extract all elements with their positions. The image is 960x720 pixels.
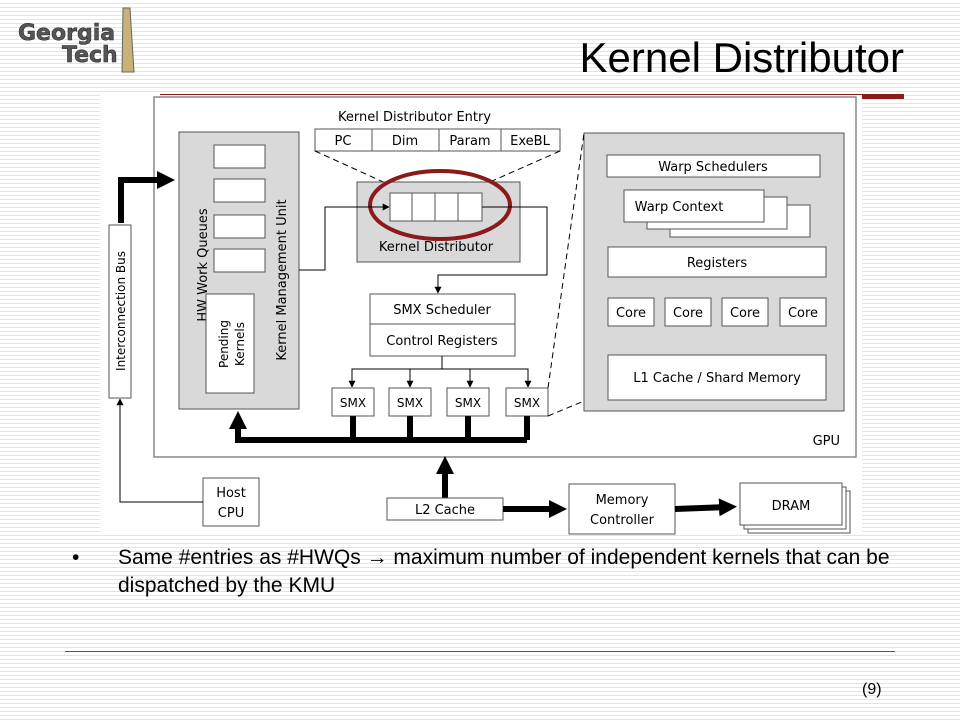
kd-entry-2 (411, 192, 436, 222)
kde-dash-right (482, 150, 561, 186)
core-label-1: Core (616, 306, 646, 321)
warp-schedulers-box (606, 154, 821, 178)
kde-field-exebl: ExeBL (510, 134, 550, 149)
pending-kernels-box (205, 293, 255, 394)
memory-controller-line1: Memory (596, 493, 649, 508)
kd-entry-1 (389, 192, 413, 222)
footer-rule (65, 651, 895, 652)
kde-dash-left (314, 150, 391, 186)
kmu-to-kd-line (299, 203, 390, 271)
pending-kernels-line2: Kernels (233, 322, 247, 366)
hw-queue-2 (213, 178, 266, 203)
host-to-bus-line (116, 398, 203, 503)
l2-cache-label: L2 Cache (415, 503, 475, 518)
core-box-2 (664, 297, 712, 327)
core-box-4 (779, 297, 827, 327)
smx-box-4 (505, 387, 549, 417)
warp-context-label: Warp Context (635, 200, 724, 215)
core-label-2: Core (673, 306, 703, 321)
logo-flame-icon (121, 7, 135, 73)
smx-label-2: SMX (397, 396, 423, 410)
smx-scheduler-box (369, 293, 516, 325)
memctrl-to-dram-arrow (674, 498, 737, 517)
smx-label-1: SMX (340, 396, 366, 410)
page-number: (9) (862, 681, 882, 698)
smx-box-1 (331, 387, 375, 417)
kde-field-exebl-box (500, 128, 561, 152)
kde-field-pc: PC (335, 134, 352, 149)
kde-field-param: Param (449, 134, 490, 149)
smx-scheduler-label: SMX Scheduler (393, 303, 491, 318)
registers-label: Registers (687, 256, 748, 271)
warp-schedulers-label: Warp Schedulers (658, 160, 768, 175)
control-registers-label: Control Registers (386, 334, 498, 349)
highlight-ellipse (368, 169, 512, 241)
interconnection-bus-label: Interconnection Bus (114, 251, 128, 371)
core-box-1 (607, 297, 655, 327)
bus-to-kmu-arrow (118, 171, 175, 223)
architecture-diagram: GPU Kernel Distributor Entry PC Dim Para… (100, 95, 862, 535)
ctrl-to-smx1 (348, 356, 443, 388)
smx-box-3 (446, 387, 490, 417)
smx-detail-dash-top (547, 132, 585, 389)
control-registers-box (369, 323, 516, 357)
kde-field-dim: Dim (392, 134, 418, 149)
smx-label-3: SMX (455, 396, 481, 410)
smx-box-2 (388, 387, 432, 417)
smx-detail-dash-bottom (547, 400, 585, 417)
dram-stack-1 (739, 482, 843, 526)
kernel-distributor-label: Kernel Distributor (379, 240, 494, 255)
slide-title: Kernel Distributor (579, 34, 904, 81)
bullet-text: Same #entries as #HWQs → maximum number … (118, 546, 890, 597)
hw-work-queues-label: HW Work Queues (196, 208, 211, 322)
hw-queue-1 (213, 144, 266, 169)
logo-line2: Tech (62, 43, 118, 68)
warp-context-stack-1 (623, 189, 765, 223)
host-cpu-line1: Host (216, 486, 246, 501)
bullet-item: • Same #entries as #HWQs → maximum numbe… (72, 544, 892, 600)
gpu-label: GPU (813, 434, 840, 449)
kde-fields: PC Dim Param ExeBL (314, 128, 561, 152)
bullet-dot-icon: • (72, 546, 80, 569)
logo-line1: Georgia (18, 21, 115, 46)
smx-label-4: SMX (514, 396, 540, 410)
host-cpu-box (202, 477, 260, 527)
hw-queue-3 (213, 214, 266, 239)
kd-to-scheduler-line (434, 206, 548, 294)
l1-cache-label: L1 Cache / Shard Memory (633, 371, 801, 386)
ctrl-to-smx4 (470, 368, 532, 388)
kd-entry-4 (457, 192, 483, 222)
core-label-4: Core (788, 306, 818, 321)
kmu-label: Kernel Management Unit (275, 199, 290, 360)
pending-kernels-line1: Pending (217, 320, 231, 368)
registers-box (607, 246, 827, 278)
memory-controller-line2: Controller (590, 513, 655, 528)
smx-bus-to-kmu-arrow (229, 411, 527, 443)
host-cpu-line2: CPU (218, 506, 244, 521)
dram-label: DRAM (772, 499, 811, 514)
kd-entry-3 (434, 192, 459, 222)
core-label-3: Core (730, 306, 760, 321)
georgia-tech-logo: Georgia Tech (18, 7, 135, 73)
l1-cache-box (607, 354, 827, 401)
interconnection-bus-box (108, 224, 132, 399)
kde-title: Kernel Distributor Entry (338, 110, 491, 125)
hw-queue-4 (213, 248, 266, 273)
core-box-3 (721, 297, 769, 327)
